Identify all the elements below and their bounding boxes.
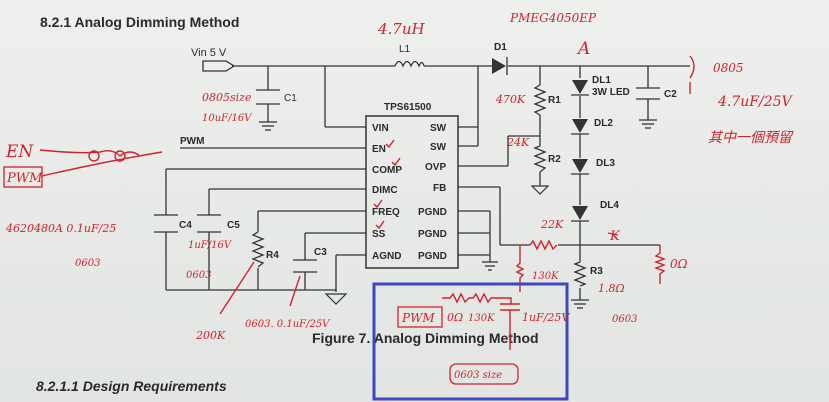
svg-text:C1: C1 — [284, 93, 297, 104]
svg-text:PGND: PGND — [418, 251, 447, 262]
svg-text:C3: C3 — [314, 247, 327, 258]
svg-text:R4: R4 — [266, 250, 279, 261]
svg-text:R3: R3 — [590, 266, 603, 277]
led-dl2: DL2 — [571, 118, 613, 135]
pwm-net-label: PWM — [180, 136, 204, 147]
note-r3: 1.8Ω — [598, 282, 625, 295]
resistor-r4: R4 — [251, 231, 279, 268]
note-en: EN — [5, 142, 34, 162]
added-pwm-circuit: PWM 0Ω 130K 1uF/25V 0603 size — [397, 292, 570, 385]
note-c4-size: 0603 — [75, 258, 100, 269]
vin-label: Vin 5 V — [191, 47, 227, 59]
resistor-r3: R3 — [571, 261, 603, 309]
svg-text:3W LED: 3W LED — [592, 87, 630, 98]
svg-text:D1: D1 — [494, 42, 507, 53]
svg-text:DL2: DL2 — [594, 118, 613, 129]
svg-text:FREQ: FREQ — [372, 207, 400, 218]
svg-text:EN: EN — [372, 144, 386, 155]
capacitor-c5: C5 — [197, 214, 240, 233]
ground-symbol — [324, 261, 498, 305]
note-node-a: A — [576, 39, 590, 59]
note-r1: 470K — [495, 93, 526, 106]
note-c5-size: 0603 — [186, 270, 211, 281]
note-c1-size: 0805size — [202, 91, 252, 104]
note-node-k: K — [609, 229, 621, 244]
capacitor-c2: C2 — [636, 87, 677, 129]
svg-text:SW: SW — [430, 123, 447, 134]
note-c4-value: 4620480A 0.1uF/25 — [5, 222, 116, 235]
capacitor-c1: C1 — [256, 89, 297, 131]
svg-text:AGND: AGND — [372, 251, 401, 262]
svg-text:L1: L1 — [399, 44, 411, 55]
figure-caption: Figure 7. Analog Dimming Method — [312, 330, 539, 346]
box-pwm: PWM — [401, 311, 435, 325]
pwm-input-box — [3, 166, 43, 188]
svg-text:FB: FB — [433, 183, 446, 194]
check-mark-icon — [391, 157, 401, 167]
note-r-130k: 130K — [532, 271, 559, 282]
vin-terminal: Vin 5 V — [191, 47, 236, 72]
led-dl3: DL3 — [571, 158, 615, 175]
svg-text:R1: R1 — [548, 95, 561, 106]
ic-name: TPS61500 — [384, 102, 432, 113]
box-r130: 130K — [468, 313, 495, 324]
ic-tps61500: TPS61500 VIN EN COMP DIMC FREQ SS AGND S… — [365, 102, 459, 269]
resistor-r1: R1 — [533, 84, 561, 116]
svg-text:SS: SS — [372, 229, 386, 240]
svg-text:C2: C2 — [664, 89, 677, 100]
svg-text:C5: C5 — [227, 220, 240, 231]
svg-text:DIMC: DIMC — [372, 185, 398, 196]
note-c2-reserve: 其中一個預留 — [708, 130, 794, 146]
svg-text:C4: C4 — [179, 220, 192, 231]
note-r-extra: 0Ω — [670, 257, 688, 271]
svg-text:DL3: DL3 — [596, 158, 615, 169]
svg-text:PGND: PGND — [418, 207, 447, 218]
check-mark-icon — [375, 220, 385, 230]
svg-text:COMP: COMP — [372, 165, 402, 176]
note-r-22k: 22K — [540, 218, 564, 231]
note-r4: 200K — [195, 329, 226, 342]
note-inductor: 4.7uH — [377, 20, 426, 38]
note-c2-value: 4.7uF/25V — [717, 94, 794, 110]
check-mark-icon — [373, 199, 383, 209]
svg-text:SW: SW — [430, 142, 447, 153]
highlight-box — [372, 282, 569, 401]
led-dl1: DL1 3W LED — [571, 75, 630, 98]
note-r2: 24K — [506, 136, 530, 149]
note-r3-size: 0603 — [612, 314, 637, 325]
section-heading: 8.2.1 Analog Dimming Method — [40, 14, 239, 30]
box-cap: 1uF/25V — [522, 311, 570, 324]
led-dl4: DL4 — [571, 200, 619, 222]
wires — [165, 65, 690, 300]
note-diode: PMEG4050EP — [509, 11, 597, 25]
check-mark-icon — [385, 139, 395, 149]
capacitor-c3: C3 — [293, 247, 327, 273]
resistor-r2: R2 — [530, 145, 561, 195]
note-c3: 0603. 0.1uF/25V — [245, 319, 331, 330]
note-c2-size: 0805 — [713, 61, 744, 75]
svg-text:DL4: DL4 — [600, 200, 619, 211]
box-r0: 0Ω — [447, 311, 463, 324]
diode-d1: D1 — [492, 42, 508, 75]
box-size: 0603 size — [454, 370, 502, 381]
subsection-heading: 8.2.1.1 Design Requirements — [36, 378, 227, 394]
svg-text:OVP: OVP — [425, 162, 446, 173]
led-string: DL1 3W LED DL2 DL3 DL4 — [571, 75, 630, 222]
note-pwm-input: PWM — [6, 171, 43, 186]
svg-text:R2: R2 — [548, 154, 561, 165]
svg-text:DL1: DL1 — [592, 75, 611, 86]
svg-text:PGND: PGND — [418, 229, 447, 240]
note-c1-value: 10uF/16V — [202, 113, 253, 124]
capacitor-c4: C4 — [154, 214, 192, 233]
note-c5-value: 1uF/16V — [188, 240, 233, 251]
handwritten-annotations: 4.7uH PMEG4050EP A K 0805size 10uF/16V 4… — [3, 11, 794, 342]
svg-text:VIN: VIN — [372, 123, 389, 134]
inductor-l1: L1 — [394, 44, 425, 68]
